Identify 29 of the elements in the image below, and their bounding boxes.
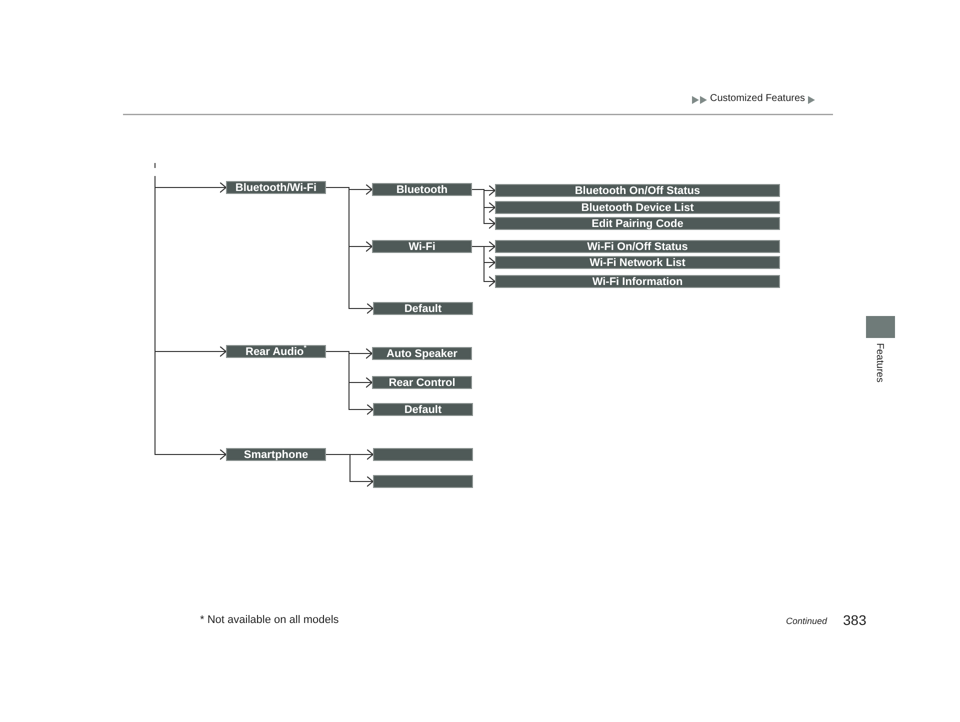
menu-item-box: Bluetooth Device List — [495, 201, 780, 214]
breadcrumb-text: Customized Features — [710, 93, 806, 104]
footnote: * Not available on all models — [200, 614, 339, 626]
menu-item-box: Smartphone — [226, 448, 326, 461]
continued-note: Continued — [786, 616, 828, 626]
menu-item-box: Wi-Fi Information — [495, 275, 780, 288]
arrow — [326, 351, 374, 416]
arrow — [154, 182, 227, 194]
page-number: 383 — [843, 612, 866, 628]
menu-item-box: Bluetooth — [372, 183, 472, 196]
menu-item-box: Edit Pairing Code — [495, 217, 780, 230]
menu-item-box: Default — [373, 302, 473, 315]
menu-item-box: Rear Audio$^{*}$ — [226, 345, 326, 358]
menu-item-box: Rear Control — [372, 376, 472, 389]
arrow — [472, 246, 496, 288]
section-label: Features — [874, 343, 885, 382]
arrow — [154, 448, 227, 460]
menu-item-box — [373, 475, 473, 488]
menu-item-box: Wi-Fi Network List — [495, 256, 780, 269]
menu-item-box: Default — [373, 403, 473, 416]
menu-item-box: Bluetooth/Wi-Fi — [226, 181, 326, 194]
arrow — [154, 346, 227, 358]
menu-item-box: Wi-Fi — [372, 240, 472, 253]
arrow — [326, 454, 374, 488]
menu-item-box: Bluetooth On/Off Status — [495, 184, 780, 197]
menu-item-box: Wi-Fi On/Off Status — [495, 240, 780, 253]
menu-item-box — [373, 448, 473, 461]
menu-item-box: Auto Speaker — [372, 347, 472, 360]
arrow — [472, 189, 496, 230]
